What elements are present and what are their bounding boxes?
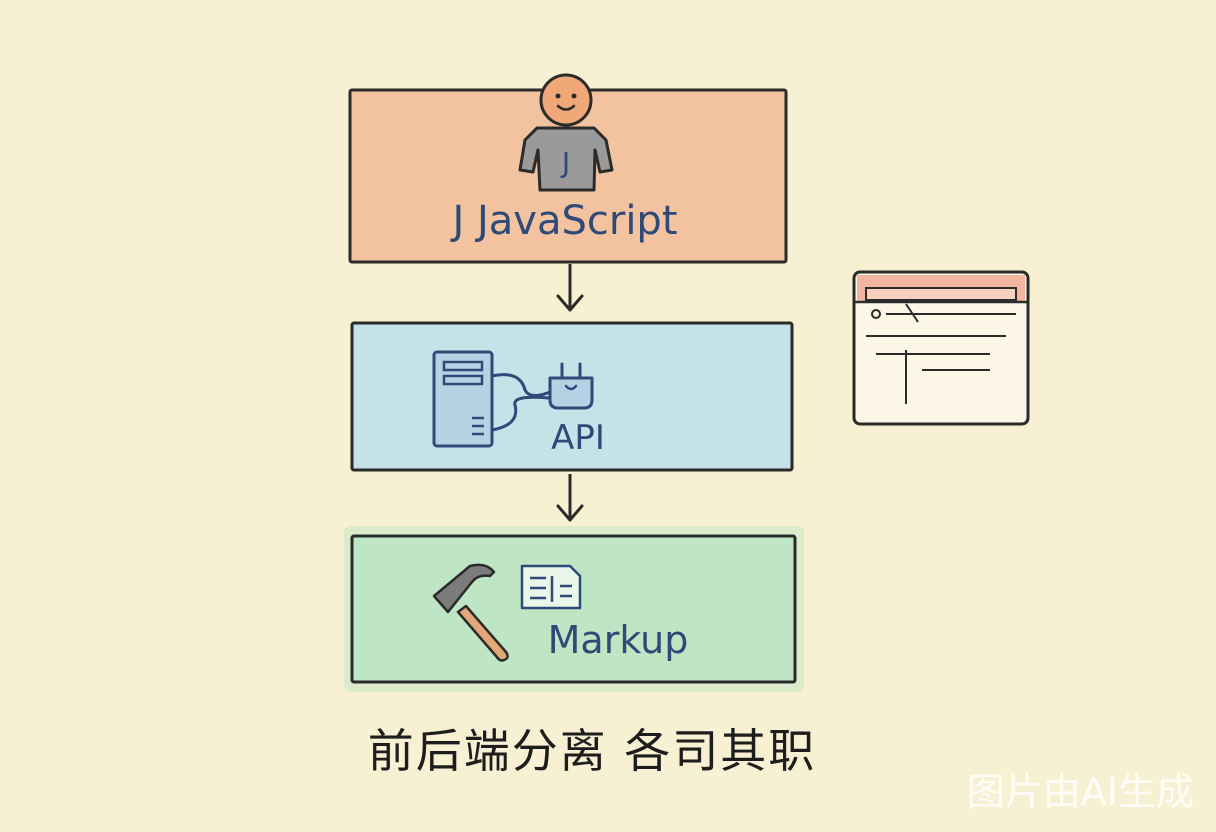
server-plug-icon xyxy=(432,350,594,448)
arrow-down-icon xyxy=(556,474,584,522)
javascript-layer-label: J JavaScript xyxy=(452,198,678,244)
person-icon: J xyxy=(518,73,614,192)
api-layer-label: API xyxy=(551,418,605,458)
person-badge: J xyxy=(560,146,570,179)
browser-window-icon xyxy=(852,270,1030,426)
arrow-down-icon xyxy=(556,264,584,312)
document-icon xyxy=(520,564,582,610)
hammer-icon xyxy=(432,563,509,662)
diagram-caption: 前后端分离 各司其职 xyxy=(367,724,817,778)
markup-layer-label: Markup xyxy=(547,618,689,662)
ai-generated-watermark: 图片由AI生成 xyxy=(966,770,1194,814)
